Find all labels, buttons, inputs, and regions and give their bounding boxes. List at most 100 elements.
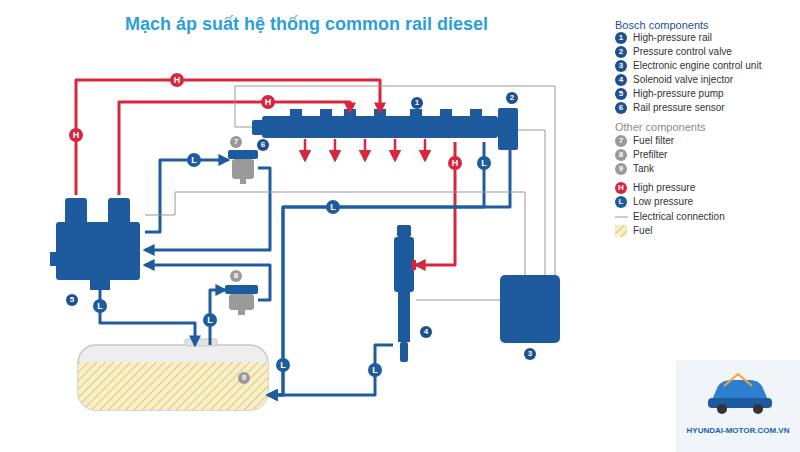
fuel-line [145,160,228,232]
component-node: 6 [252,119,264,135]
pressure-marker: L [276,358,290,372]
legend-text: Fuel filter [633,135,674,146]
callout-number: 9 [615,163,627,175]
rail-port [410,109,422,117]
component-node: 2 [498,108,518,150]
injector-feed [394,139,397,160]
fuel-line [268,142,484,395]
callout-number: 2 [506,92,518,104]
callout-number: 3 [524,348,536,360]
car-shape [708,398,772,408]
tank [78,339,268,412]
tank-cap [185,339,217,346]
car-shape [712,380,768,400]
legend-text: High-pressure rail [633,32,712,43]
legend-text: Fuel [633,225,652,236]
rail-port [320,109,332,117]
pump-shaft [50,252,58,266]
callout-number: 8 [230,270,242,282]
legend-heading: Other components [615,121,706,133]
callout-number: 3 [615,60,627,72]
component-node: 7 [228,150,258,185]
legend-hatch-sample [615,225,627,237]
component-node: 9 [78,345,268,410]
filter-drain [240,179,246,184]
injector-head [397,225,411,237]
pressure-marker: H [615,182,627,194]
injector-feed [334,139,337,160]
filter-bowl [229,294,254,310]
pressure-marker: L [187,153,201,167]
filter-head [228,150,258,159]
callout-number: 2 [615,46,627,58]
pressure-marker: L [368,363,382,377]
watermark-logo [676,360,800,452]
injector-inlet [412,260,416,270]
electrical-wire [518,130,545,275]
legend-text: High pressure [633,182,695,193]
component-node: 3 [500,275,560,343]
component-node: 1 [262,112,500,142]
legend-line-sample [615,217,628,218]
filter-drain [238,310,245,315]
injector-feed [424,139,427,160]
fuel-line [100,290,195,345]
rail-port [440,109,452,117]
legend-text: Solenoid valve injector [633,74,733,85]
callout-number: 6 [615,102,627,114]
rail-body [262,116,498,138]
fuel-level [78,362,268,410]
injector-shaft [398,292,410,342]
diagram-title: Mạch áp suất hệ thống common rail diesel [125,14,488,35]
injector-body [394,237,414,292]
callout-number: 1 [411,97,423,109]
filter-bowl [232,159,254,179]
electrical-wire [235,86,555,275]
pump-outlet [90,280,110,290]
callout-number: 4 [420,326,432,338]
injector-nozzle [400,342,408,362]
prefilter [225,285,258,315]
pressure-marker: L [203,313,217,327]
legend-text: Prefilter [633,149,667,160]
rail-port [290,109,302,117]
injector-feed [364,139,367,160]
pressure-marker: H [170,73,184,87]
pressure-marker: L [93,299,107,313]
callout-number: 1 [615,32,627,44]
car-wheel [753,404,763,414]
pressure-marker: H [69,128,83,142]
high-pressure-pump [50,198,140,290]
car-wheel [717,404,727,414]
car-roof [724,374,752,386]
fuel-filter [228,150,258,184]
callout-number: 4 [615,74,627,86]
pressure-control-valve [498,108,518,150]
injector-feed [304,139,307,160]
component-node: 4 [393,225,416,365]
legend-text: Electronic engine control unit [633,60,761,71]
watermark-ground [676,360,800,452]
component-node: 8 [225,285,258,315]
pump-body [56,222,140,280]
pressure-marker: H [261,95,275,109]
fuel-line [268,345,393,395]
engine-control-unit [500,275,560,343]
pump-cylinder [108,198,130,224]
electrical-wire [416,300,500,301]
legend-text: Rail pressure sensor [633,102,725,113]
legend-text: High-pressure pump [633,88,724,99]
callout-number: 8 [615,149,627,161]
pressure-marker: L [615,196,627,208]
legend-text: Electrical connection [633,211,725,222]
high-pressure-rail [262,109,498,160]
watermark: HYUNDAI-MOTOR.COM.VN [687,426,790,435]
callout-number: 6 [257,139,269,151]
callout-number: 9 [238,372,250,384]
rail-port [470,109,482,117]
solenoid-valve-injector [394,225,416,362]
callout-number: 7 [615,135,627,147]
legend-text: Tank [633,163,654,174]
callout-number: 5 [615,88,627,100]
